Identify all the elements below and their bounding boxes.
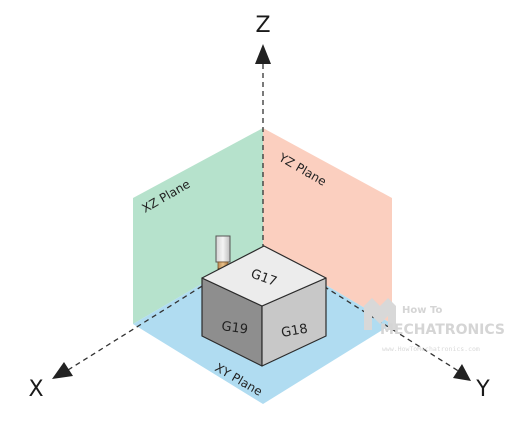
x-arrow-icon [52, 362, 73, 379]
watermark: How To MECHATRONICS www.HowToMechatronic… [364, 298, 505, 353]
y-axis-label: Y [475, 377, 490, 402]
y-arrow-icon [453, 364, 471, 381]
watermark-url: www.HowToMechatronics.com [382, 345, 480, 353]
xz-plane [133, 128, 263, 324]
watermark-line2: MECHATRONICS [380, 322, 505, 338]
block-left-code: G19 [220, 319, 248, 338]
watermark-line1: How To [402, 305, 442, 316]
block-right-code: G18 [280, 322, 309, 341]
watermark-logo-icon [364, 298, 396, 330]
block-top-face [201, 245, 327, 307]
yz-plane [263, 128, 392, 324]
x-axis-label: X [28, 377, 43, 402]
z-arrow-icon [255, 44, 271, 64]
workpiece-block [201, 245, 327, 367]
z-axis-label: Z [255, 13, 270, 38]
